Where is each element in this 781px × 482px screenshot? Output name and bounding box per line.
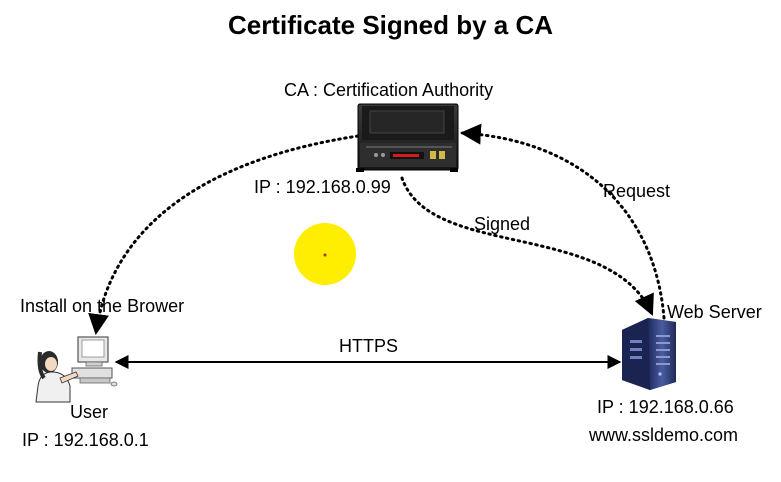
diagram-title: Certificate Signed by a CA (227, 10, 554, 40)
ca-name-label: CA : Certification Authority (284, 80, 494, 100)
ca-device-icon (356, 103, 459, 172)
ca-ip-label: IP : 192.168.0.99 (254, 177, 391, 197)
edge-request-curve (459, 123, 666, 320)
server-ip-label: IP : 192.168.0.66 (597, 397, 734, 417)
edge-signed-curve (400, 176, 654, 316)
edge-install-curve (88, 134, 360, 336)
edge-signed-label: Signed (474, 214, 531, 234)
user-name-label: User (70, 402, 109, 422)
edge-install-label: Install on the Brower (20, 296, 185, 316)
edge-request-label: Request (603, 181, 671, 201)
user-computer-icon (35, 336, 118, 403)
web-server-icon (622, 318, 676, 390)
edge-https-label: HTTPS (339, 336, 399, 356)
server-name-label: Web Server (667, 302, 762, 322)
user-ip-label: IP : 192.168.0.1 (22, 430, 149, 450)
server-domain-label: www.ssldemo.com (589, 425, 739, 445)
highlight-center-dot (323, 253, 327, 257)
